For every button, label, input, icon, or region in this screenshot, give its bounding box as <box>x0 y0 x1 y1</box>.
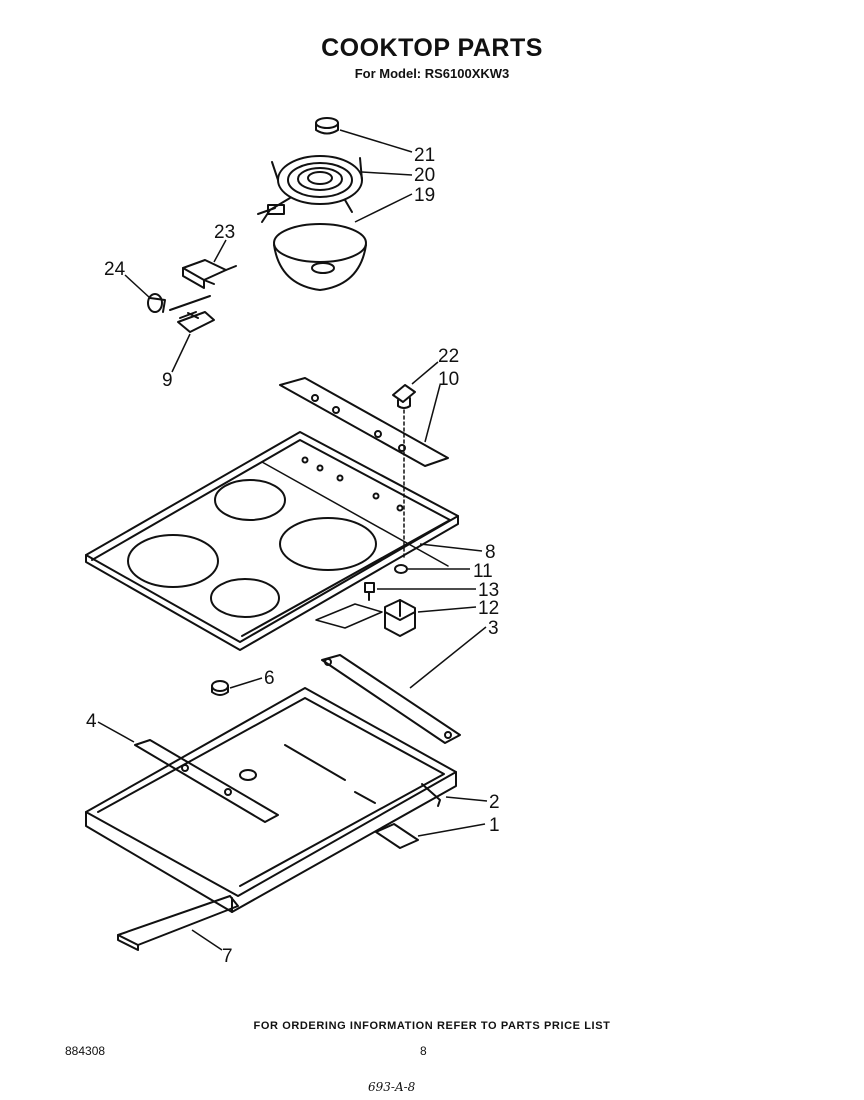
callout-4: 4 <box>86 711 97 732</box>
callout-8: 8 <box>485 542 496 563</box>
callout-20: 20 <box>414 165 435 186</box>
part-22-knob <box>392 384 416 561</box>
part-6-grommet <box>211 680 229 696</box>
part-19-drip-bowl <box>273 223 367 291</box>
ordering-note: FOR ORDERING INFORMATION REFER TO PARTS … <box>253 1020 611 1032</box>
part-23-receptacle-bracket <box>182 259 237 289</box>
callout-23: 23 <box>214 222 235 243</box>
part-20-surface-element <box>257 155 363 223</box>
part-4-bracket <box>134 739 279 823</box>
callout-13: 13 <box>478 580 499 601</box>
callout-numbers: 21 20 19 23 24 9 22 10 8 11 13 12 3 6 4 … <box>86 145 500 967</box>
callout-19: 19 <box>414 185 435 206</box>
callout-21: 21 <box>414 145 435 166</box>
part-21-cap <box>315 117 339 135</box>
part-11-washer <box>394 564 408 574</box>
document-number: 884308 <box>65 1044 106 1058</box>
part-7-shield <box>117 895 239 951</box>
callout-1: 1 <box>489 815 500 836</box>
part-12-switch <box>315 599 416 637</box>
callout-7: 7 <box>222 946 233 967</box>
part-8-cooktop <box>85 431 459 651</box>
part-9-terminal <box>169 295 215 333</box>
model-subtitle: For Model: RS6100XKW3 <box>354 66 510 81</box>
callout-9: 9 <box>162 370 173 391</box>
part-3-bracket <box>321 654 461 744</box>
callout-22: 22 <box>438 346 459 367</box>
callout-3: 3 <box>488 618 499 639</box>
leader-lines <box>97 129 488 951</box>
page-title: COOKTOP PARTS <box>321 34 543 62</box>
callout-11: 11 <box>473 561 493 582</box>
page-number: 8 <box>420 1044 427 1058</box>
part-2-burner-box <box>85 687 457 913</box>
part-10-control-panel <box>279 377 449 467</box>
handwritten-note: 693-A-8 <box>368 1080 416 1094</box>
part-1-support <box>375 823 419 849</box>
callout-24: 24 <box>104 259 126 280</box>
callout-12: 12 <box>478 598 499 619</box>
part-24-receptacle <box>147 293 166 313</box>
callout-2: 2 <box>489 792 500 813</box>
callout-10: 10 <box>438 369 459 390</box>
callout-6: 6 <box>264 668 275 689</box>
part-13-screw <box>364 582 375 601</box>
